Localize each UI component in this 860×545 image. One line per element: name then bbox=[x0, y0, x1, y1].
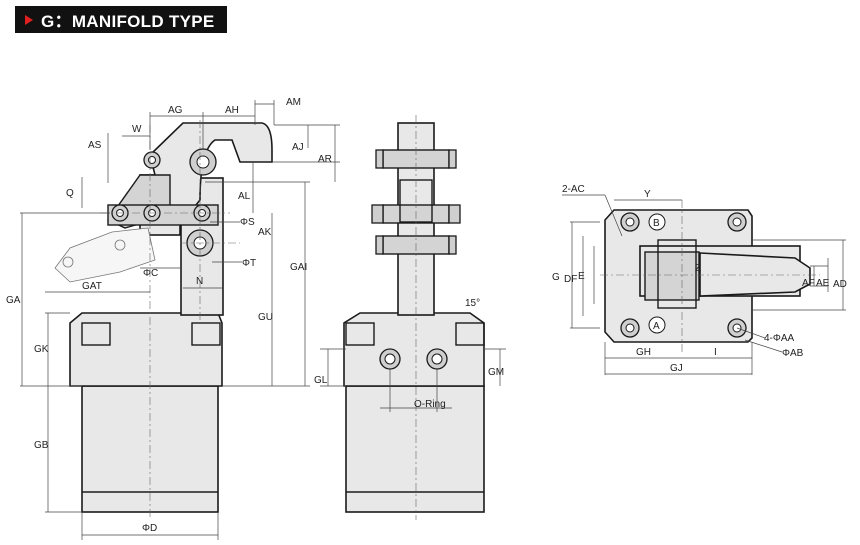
section-title-bar: G：MANIFOLD TYPE bbox=[15, 6, 227, 33]
dim-label-ad: AD bbox=[833, 279, 847, 290]
dim-label-af: AF bbox=[802, 278, 815, 289]
dim-label-gat: GAT bbox=[82, 281, 102, 292]
dim-label-as: AS bbox=[88, 140, 102, 151]
dim-label-ak: AK bbox=[258, 227, 272, 238]
dim-label-aj: AJ bbox=[292, 142, 304, 153]
dim-label-n: N bbox=[196, 276, 203, 287]
dim-label-df: DF bbox=[564, 274, 577, 285]
dim-label-oring: O-Ring bbox=[414, 399, 446, 410]
dim-label-q: Q bbox=[66, 188, 74, 199]
dim-label-phi-d: ΦD bbox=[142, 523, 157, 534]
dim-label-ar: AR bbox=[318, 154, 332, 165]
dim-label-phi-t: ΦT bbox=[242, 258, 256, 269]
top-link bbox=[644, 251, 700, 301]
swung-arm-ghost bbox=[54, 227, 156, 283]
section-title: G：MANIFOLD TYPE bbox=[41, 12, 215, 31]
dim-label-gm: GM bbox=[488, 367, 504, 378]
port-a-label: A bbox=[653, 321, 660, 332]
triangle-marker-icon bbox=[25, 14, 33, 25]
dim-label-phi-ab: ΦAB bbox=[782, 348, 804, 359]
port-b-label: B bbox=[653, 218, 660, 229]
top-arm-tip bbox=[699, 252, 811, 297]
dim-label-ah: AH bbox=[225, 105, 239, 116]
dim-label-ga: GA bbox=[6, 295, 21, 306]
side-view: 15° GL GM O-Ring bbox=[314, 115, 506, 520]
dim-label-angle: 15° bbox=[465, 298, 480, 309]
front-view: AG AH AM W AS Q AJ AR AL ΦS AK ΦT GU GAI… bbox=[6, 97, 340, 540]
dim-label-e: E bbox=[578, 271, 585, 282]
side-cylinder-body bbox=[345, 385, 485, 513]
dim-label-ae: AE bbox=[816, 278, 830, 289]
pivot-plate bbox=[107, 204, 219, 226]
dim-label-gh: GH bbox=[636, 347, 651, 358]
dim-label-gb: GB bbox=[34, 440, 49, 451]
side-manifold-block bbox=[343, 312, 485, 387]
top-view: B A 2-AC Y G DF E Z AF AE AD 4-ΦAA ΦAB bbox=[552, 184, 847, 375]
dim-label-phi-c: ΦC bbox=[143, 268, 158, 279]
dim-label-gl: GL bbox=[314, 375, 328, 386]
dim-label-g: G bbox=[552, 272, 560, 283]
dim-label-gai: GAI bbox=[290, 262, 307, 273]
dim-label-y: Y bbox=[644, 189, 651, 200]
dim-label-gk: GK bbox=[34, 344, 49, 355]
dim-label-am: AM bbox=[286, 97, 301, 108]
dim-label-i: I bbox=[714, 347, 717, 358]
dim-label-2-ac: 2-AC bbox=[562, 184, 585, 195]
manifold-block bbox=[69, 312, 223, 387]
dim-label-w: W bbox=[132, 124, 142, 135]
dim-label-gj: GJ bbox=[670, 363, 683, 374]
dim-label-z: Z bbox=[695, 263, 701, 274]
dim-label-ag: AG bbox=[168, 105, 183, 116]
dim-label-gu: GU bbox=[258, 312, 273, 323]
dim-label-4-phi-aa: 4-ΦAA bbox=[764, 333, 795, 344]
dim-label-phi-s: ΦS bbox=[240, 217, 255, 228]
dim-label-al: AL bbox=[238, 191, 251, 202]
